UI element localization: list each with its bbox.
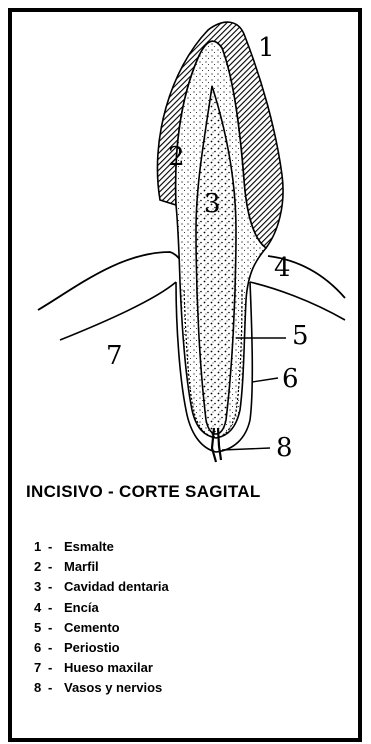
legend-item: 5-Cemento — [34, 618, 169, 638]
legend-item: 6-Periostio — [34, 638, 169, 658]
diagram-number-5: 5 — [292, 321, 309, 351]
legend-label: Vasos y nervios — [64, 680, 162, 695]
legend-separator: - — [48, 537, 64, 557]
legend-list: 1-Esmalte 2-Marfil 3-Cavidad dentaria 4-… — [34, 537, 169, 699]
legend-item: 1-Esmalte — [34, 537, 169, 557]
gum-contour — [38, 252, 187, 310]
legend-item: 7-Hueso maxilar — [34, 658, 169, 678]
diagram-number-4: 4 — [274, 253, 291, 283]
legend-separator: - — [48, 678, 64, 698]
legend-number: 2 — [34, 557, 48, 577]
diagram-title: INCISIVO - CORTE SAGITAL — [26, 482, 261, 502]
legend-separator: - — [48, 618, 64, 638]
legend-label: Esmalte — [64, 539, 114, 554]
legend-label: Periostio — [64, 640, 120, 655]
legend-separator: - — [48, 577, 64, 597]
diagram-number-7: 7 — [106, 341, 123, 371]
gum-inner-left — [60, 282, 176, 340]
legend-number: 4 — [34, 598, 48, 618]
legend-number: 7 — [34, 658, 48, 678]
legend-number: 8 — [34, 678, 48, 698]
legend-item: 8-Vasos y nervios — [34, 678, 169, 698]
legend-number: 3 — [34, 577, 48, 597]
legend-number: 5 — [34, 618, 48, 638]
diagram-number-3: 3 — [204, 189, 221, 219]
gum-inner-right — [250, 282, 345, 320]
legend-number: 6 — [34, 638, 48, 658]
diagram-number-1: 1 — [258, 33, 275, 63]
legend-label: Cavidad dentaria — [64, 579, 169, 594]
legend-label: Cemento — [64, 620, 120, 635]
legend-separator: - — [48, 557, 64, 577]
legend-label: Hueso maxilar — [64, 660, 153, 675]
legend-label: Marfil — [64, 559, 99, 574]
diagram-number-6: 6 — [282, 364, 299, 394]
legend-item: 3-Cavidad dentaria — [34, 577, 169, 597]
legend-separator: - — [48, 638, 64, 658]
diagram-number-8: 8 — [276, 433, 293, 463]
tooth-diagram: 1 2 3 4 5 6 7 8 — [0, 0, 371, 470]
legend-separator: - — [48, 658, 64, 678]
legend-label: Encía — [64, 600, 99, 615]
leader-line-6 — [252, 378, 278, 382]
diagram-number-2: 2 — [168, 142, 185, 172]
legend-separator: - — [48, 598, 64, 618]
legend-number: 1 — [34, 537, 48, 557]
legend-item: 4-Encía — [34, 598, 169, 618]
legend-item: 2-Marfil — [34, 557, 169, 577]
